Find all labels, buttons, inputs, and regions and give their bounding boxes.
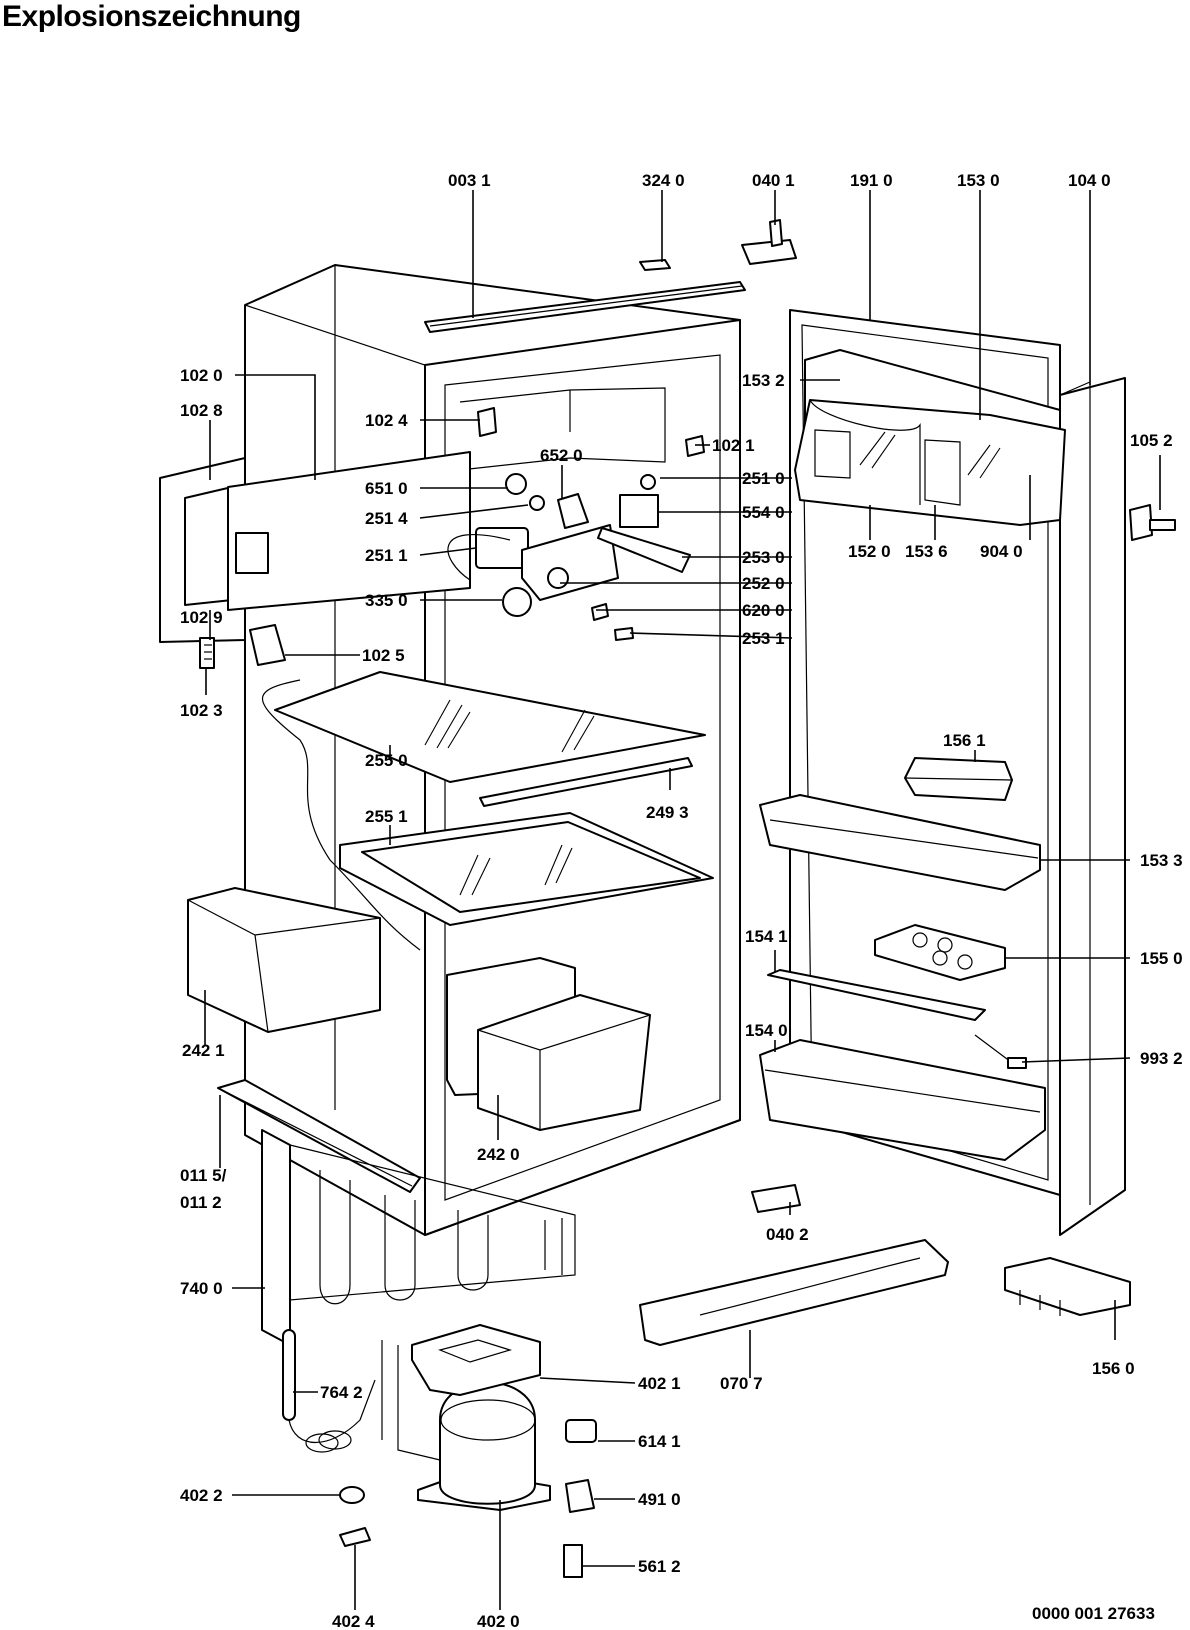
part-label: 249 3 [646, 803, 689, 822]
hinge-plate-040-1 [741, 219, 797, 265]
part-label: 402 0 [477, 1612, 520, 1630]
grommet-402-2 [339, 1486, 365, 1504]
part-label: 242 1 [182, 1041, 225, 1060]
door-hinge-105-2 [1129, 504, 1176, 541]
crisper-box-242-1 [187, 887, 381, 1033]
compressor-bracket-402-1 [411, 1324, 541, 1396]
part-label: 070 7 [720, 1374, 763, 1393]
freezer-flap-153-0 [794, 349, 1066, 526]
part-label: 242 0 [477, 1145, 520, 1164]
part-label: 402 1 [638, 1374, 681, 1393]
part-label: 102 8 [180, 401, 223, 420]
clip-561-2 [563, 1544, 583, 1578]
part-label: 253 1 [742, 629, 785, 648]
thermometer-993-2 [974, 1034, 1027, 1069]
butter-dish-156-1 [904, 757, 1013, 801]
part-label: 335 0 [365, 591, 408, 610]
part-label: 251 4 [365, 509, 408, 528]
clip-402-4 [339, 1527, 371, 1547]
part-label: 740 0 [180, 1279, 223, 1298]
part-label: 402 2 [180, 1486, 223, 1505]
part-label: 251 1 [365, 546, 408, 565]
part-label: 102 1 [712, 436, 755, 455]
relay-614-1 [565, 1419, 597, 1443]
part-label: 104 0 [1068, 171, 1111, 190]
overload-491-0 [565, 1479, 595, 1513]
part-label: 152 0 [848, 542, 891, 561]
part-label: 652 0 [540, 446, 583, 465]
part-label: 154 0 [745, 1021, 788, 1040]
part-label: 105 2 [1130, 431, 1173, 450]
part-label: 651 0 [365, 479, 408, 498]
shelf-strip-249-3 [479, 757, 693, 807]
part-label: 153 6 [905, 542, 948, 561]
part-label: 993 2 [1140, 1049, 1183, 1068]
part-label: 102 5 [362, 646, 405, 665]
part-label: 154 1 [745, 927, 788, 946]
part-label: 011 5/ [180, 1166, 227, 1185]
part-label: 102 3 [180, 701, 223, 720]
base-grille-070-7 [639, 1239, 949, 1346]
part-label: 402 4 [332, 1612, 375, 1630]
thermostat-assembly [447, 407, 705, 641]
part-label: 764 2 [320, 1383, 363, 1402]
part-label: 324 0 [642, 171, 685, 190]
door-shelf-154-0 [759, 1039, 1046, 1161]
clip-102-3 [199, 637, 215, 669]
crisper-box-242-0 [446, 957, 651, 1131]
part-label: 255 0 [365, 751, 408, 770]
part-label: 155 0 [1140, 949, 1183, 968]
part-label: 620 0 [742, 601, 785, 620]
hinge-plate-040-2 [751, 1184, 801, 1213]
page-title: Explosionszeichnung [2, 0, 301, 33]
part-label: 040 1 [752, 171, 795, 190]
part-label: 102 9 [180, 608, 223, 627]
front-panel-102-8 [159, 451, 471, 643]
door-frame-191-0 [789, 309, 1126, 1236]
part-label: 003 1 [448, 171, 491, 190]
framed-shelf-255-1 [339, 812, 714, 926]
glass-shelf-255-0 [274, 671, 706, 783]
part-label: 191 0 [850, 171, 893, 190]
part-label: 156 1 [943, 731, 986, 750]
part-label: 253 0 [742, 548, 785, 567]
part-labels: 003 1 324 0 040 1 191 0 153 0 104 0 102 … [180, 171, 1183, 1630]
leader-lines [204, 190, 1161, 1610]
lamp-cover-102-5 [249, 624, 286, 666]
small-bracket-324 [639, 259, 671, 271]
part-label: 156 0 [1092, 1359, 1135, 1378]
part-label: 614 1 [638, 1432, 681, 1451]
part-label: 554 0 [742, 503, 785, 522]
part-label: 011 2 [180, 1193, 222, 1212]
top-hinge-rail [424, 281, 746, 333]
part-label: 561 2 [638, 1557, 681, 1576]
part-label: 102 4 [365, 411, 408, 430]
part-label: 904 0 [980, 542, 1023, 561]
part-label: 040 2 [766, 1225, 809, 1244]
freezer-compartment [459, 387, 666, 471]
door-shelf-153-3 [759, 794, 1041, 891]
dryer-764-2 [282, 1329, 376, 1453]
part-label: 153 3 [1140, 851, 1183, 870]
part-label: 491 0 [638, 1490, 681, 1509]
part-label: 102 0 [180, 366, 223, 385]
part-label: 251 0 [742, 469, 785, 488]
ice-tray-156-0 [1004, 1257, 1131, 1316]
part-label: 252 0 [742, 574, 785, 593]
part-label: 153 0 [957, 171, 1000, 190]
compressor-402-0 [381, 1340, 551, 1511]
part-label: 255 1 [365, 807, 408, 826]
drawing-number: 0000 001 27633 [1032, 1604, 1155, 1623]
shelf-strip-154-1 [767, 969, 986, 1021]
egg-tray-155-0 [874, 924, 1006, 981]
part-label: 153 2 [742, 371, 785, 390]
cable-run [261, 679, 421, 951]
